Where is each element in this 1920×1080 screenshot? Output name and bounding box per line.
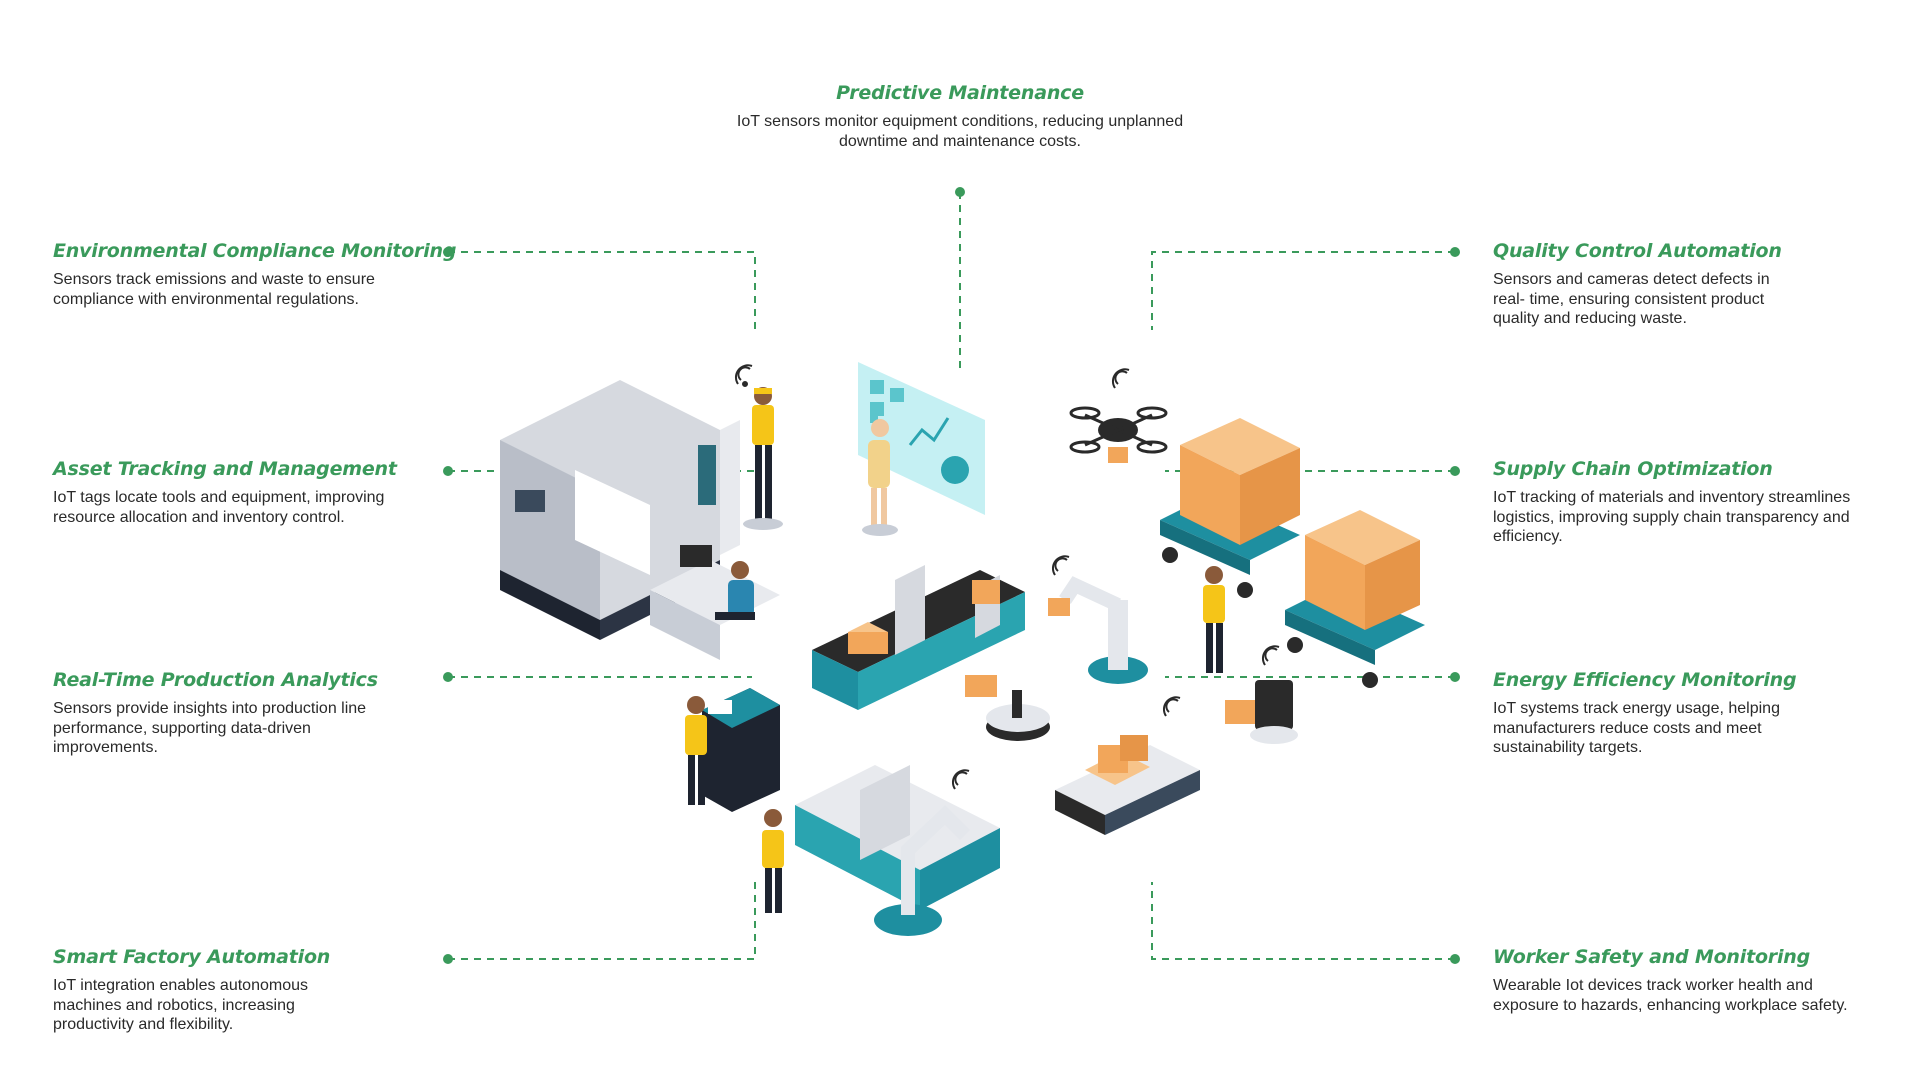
block-supply-chain: Supply Chain Optimization IoT tracking o…	[1493, 458, 1888, 547]
dot-smart-factory	[443, 954, 453, 964]
drone-icon	[1069, 406, 1168, 463]
dot-supply	[1450, 466, 1460, 476]
robotic-arm-icon	[1048, 576, 1148, 684]
touchscreen-dashboard-icon	[858, 362, 985, 536]
block-title: Environmental Compliance Monitoring	[53, 240, 457, 262]
block-description: Sensors track emissions and waste to ens…	[53, 271, 375, 308]
block-title: Predictive Maintenance	[836, 82, 1084, 104]
control-panel-icon	[685, 688, 780, 812]
conveyor-belt-icon	[812, 565, 1025, 710]
block-description: IoT sensors monitor equipment conditions…	[736, 113, 1184, 150]
cnc-machine-icon	[500, 380, 740, 640]
block-quality-control: Quality Control Automation Sensors and c…	[1493, 240, 1793, 329]
dot-asset	[443, 466, 453, 476]
agv-robot-icon	[965, 675, 1050, 741]
block-asset-tracking: Asset Tracking and Management IoT tags l…	[53, 458, 423, 527]
block-smart-factory: Smart Factory Automation IoT integration…	[53, 946, 353, 1035]
agv-robot-icon	[1225, 680, 1298, 744]
block-environmental-compliance: Environmental Compliance Monitoring Sens…	[53, 240, 457, 309]
block-description: IoT integration enables autonomous machi…	[53, 977, 308, 1033]
wifi-signal-icon	[735, 364, 1280, 790]
worker-icon	[743, 387, 783, 530]
block-title: Real-Time Production Analytics	[53, 669, 378, 691]
conveyor-belt-icon	[762, 765, 1000, 936]
dot-environmental	[443, 247, 453, 257]
pallet-cart-icon	[1160, 418, 1425, 688]
block-description: Sensors and cameras detect defects in re…	[1493, 271, 1770, 327]
connector-worker	[1151, 882, 1455, 960]
block-description: IoT tracking of materials and inventory …	[1493, 489, 1851, 545]
block-description: IoT tags locate tools and equipment, imp…	[53, 489, 385, 526]
block-title: Worker Safety and Monitoring	[1493, 946, 1811, 968]
dot-analytics	[443, 672, 453, 682]
dot-quality	[1450, 247, 1460, 257]
block-title: Asset Tracking and Management	[53, 458, 397, 480]
block-description: IoT systems track energy usage, helping …	[1493, 700, 1780, 756]
connector-quality	[1151, 251, 1455, 330]
block-predictive-maintenance: Predictive Maintenance IoT sensors monit…	[700, 82, 1220, 151]
block-description: Sensors provide insights into production…	[53, 700, 367, 756]
dot-predictive	[955, 187, 965, 197]
pallet-cart-icon	[1055, 735, 1200, 835]
block-title: Quality Control Automation	[1493, 240, 1782, 262]
worker-icon	[1203, 566, 1225, 673]
block-energy-efficiency: Energy Efficiency Monitoring IoT systems…	[1493, 669, 1848, 758]
block-title: Smart Factory Automation	[53, 946, 331, 968]
block-worker-safety: Worker Safety and Monitoring Wearable Io…	[1493, 946, 1863, 1015]
dot-worker	[1450, 954, 1460, 964]
workstation-icon	[650, 545, 780, 660]
block-description: Wearable Iot devices track worker health…	[1493, 977, 1848, 1014]
block-title: Energy Efficiency Monitoring	[1493, 669, 1797, 691]
dot-energy	[1450, 672, 1460, 682]
block-title: Supply Chain Optimization	[1493, 458, 1773, 480]
block-realtime-analytics: Real-Time Production Analytics Sensors p…	[53, 669, 378, 758]
